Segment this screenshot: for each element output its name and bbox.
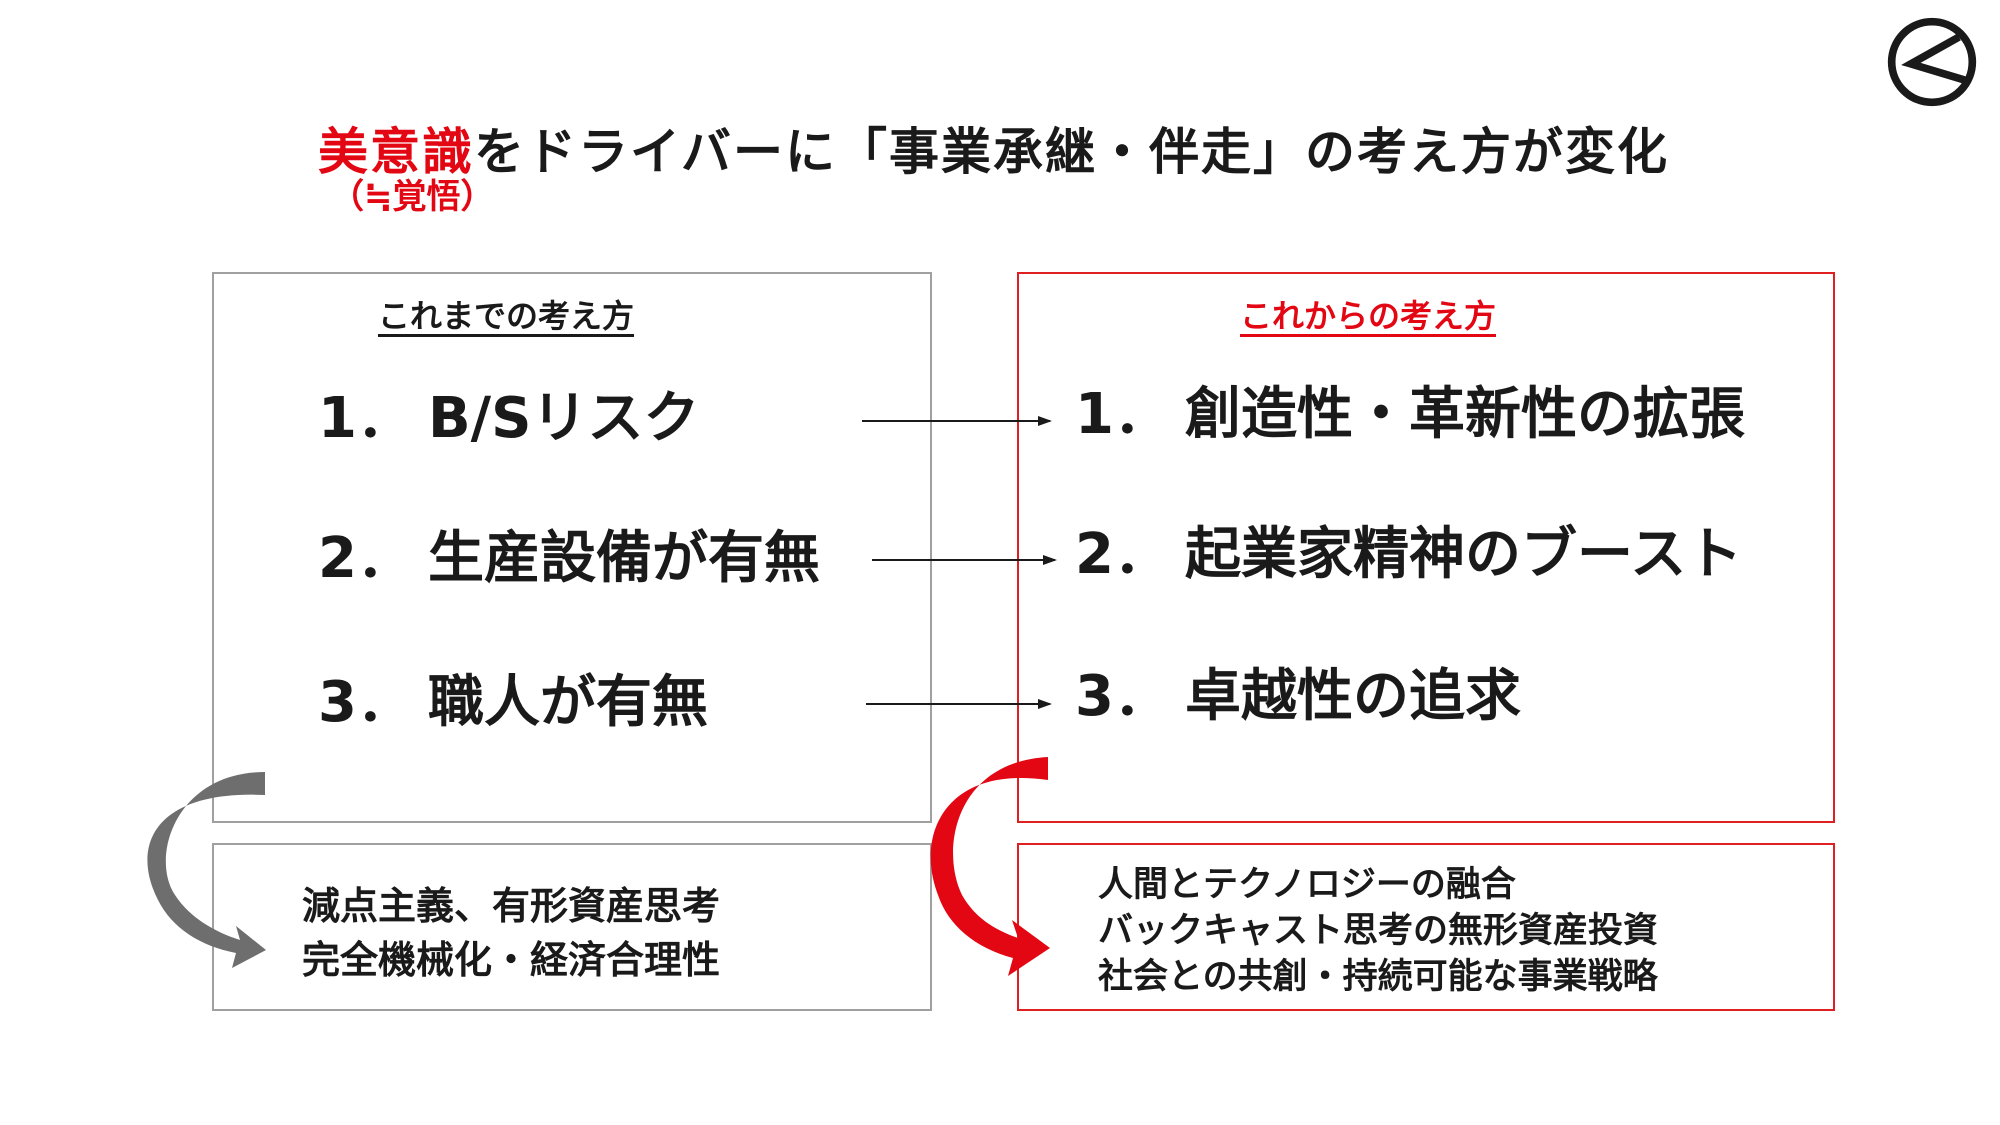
left-item-1-text: B/Sリスク: [428, 386, 700, 451]
right-item-1: 1．創造性・革新性の拡張: [1075, 380, 1745, 450]
right-heading: これからの考え方: [1240, 297, 1497, 335]
left-item-3: 3．職人が有無: [318, 668, 708, 738]
right-item-3: 3．卓越性の追求: [1075, 662, 1521, 732]
left-summary-box: [212, 843, 932, 1011]
left-summary-line-1: 減点主義、有形資産思考: [302, 884, 721, 928]
left-heading: これまでの考え方: [378, 297, 635, 335]
title-accent: 美意識: [318, 123, 474, 181]
left-item-1: 1．B/Sリスク: [318, 384, 699, 454]
left-item-2-text: 生産設備が有無: [428, 526, 820, 591]
left-item-3-num: 3．: [318, 670, 413, 735]
left-item-2-num: 2．: [318, 526, 413, 591]
red-curved-arrow: [930, 757, 1050, 976]
gray-curved-arrow: [147, 772, 266, 968]
right-main-box: [1017, 272, 1835, 823]
left-main-box: [212, 272, 932, 823]
right-summary-line-2: バックキャスト思考の無形資産投資: [1098, 911, 1659, 951]
right-item-2-num: 2．: [1075, 522, 1170, 587]
left-summary-line-2: 完全機械化・経済合理性: [302, 938, 721, 982]
circle-chevron-logo-icon: [1887, 17, 1977, 107]
right-item-2: 2．起業家精神のブースト: [1075, 520, 1742, 590]
right-item-1-num: 1．: [1075, 382, 1170, 447]
right-item-3-num: 3．: [1075, 664, 1170, 729]
left-item-2: 2．生産設備が有無: [318, 524, 820, 594]
right-item-1-text: 創造性・革新性の拡張: [1185, 382, 1745, 447]
right-item-3-text: 卓越性の追求: [1185, 664, 1521, 729]
right-item-2-text: 起業家精神のブースト: [1185, 522, 1743, 587]
title-rest: をドライバーに「事業承継・伴走」の考え方が変化: [474, 123, 1669, 181]
right-summary-line-3: 社会との共創・持続可能な事業戦略: [1098, 957, 1658, 997]
page-subtitle: （≒覚悟）: [330, 177, 495, 217]
left-item-3-text: 職人が有無: [428, 670, 708, 735]
left-item-1-num: 1．: [318, 386, 413, 451]
right-summary-line-1: 人間とテクノロジーの融合: [1098, 865, 1516, 905]
page-title: 美意識をドライバーに「事業承継・伴走」の考え方が変化: [318, 120, 1669, 184]
